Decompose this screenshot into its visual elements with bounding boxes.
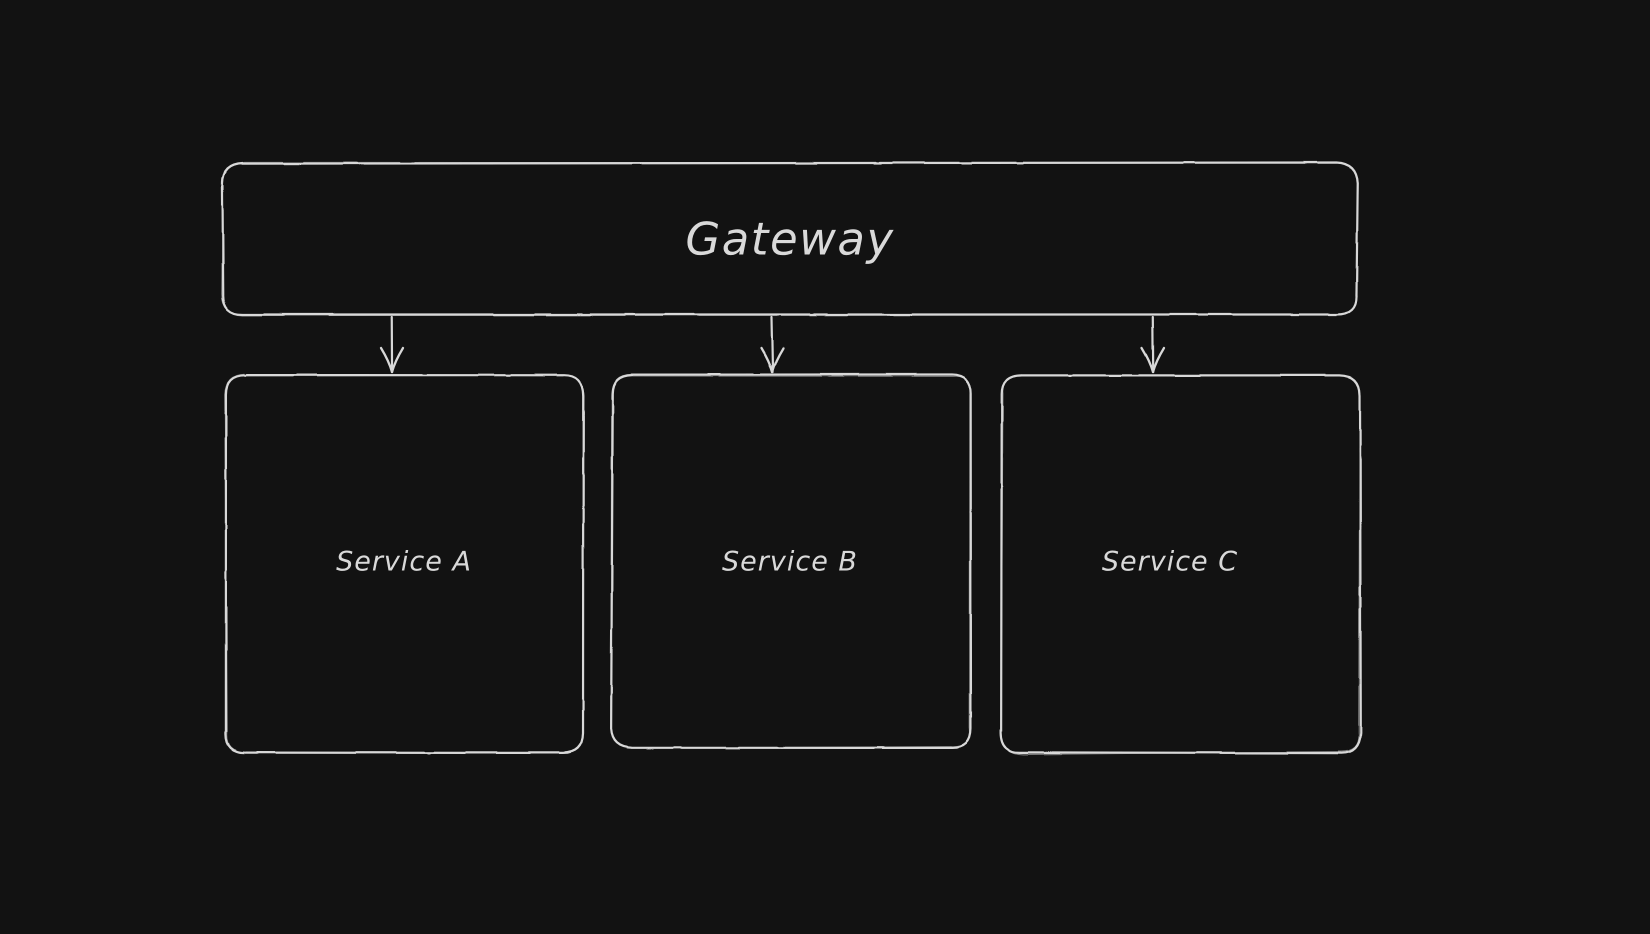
node-service-b[interactable] bbox=[612, 375, 971, 748]
node-label-service-a: Service A bbox=[336, 546, 472, 578]
node-service-c[interactable] bbox=[1002, 375, 1360, 753]
edge-gateway-service-c[interactable] bbox=[1139, 317, 1167, 375]
node-gateway[interactable] bbox=[223, 163, 1357, 315]
edge-gateway-service-a[interactable] bbox=[378, 317, 406, 375]
node-service-a[interactable] bbox=[226, 375, 583, 753]
node-label-service-c: Service C bbox=[1101, 546, 1239, 578]
edge-gateway-service-b[interactable] bbox=[758, 317, 786, 375]
node-label-gateway: Gateway bbox=[685, 212, 895, 266]
node-label-service-b: Service B bbox=[722, 546, 858, 578]
